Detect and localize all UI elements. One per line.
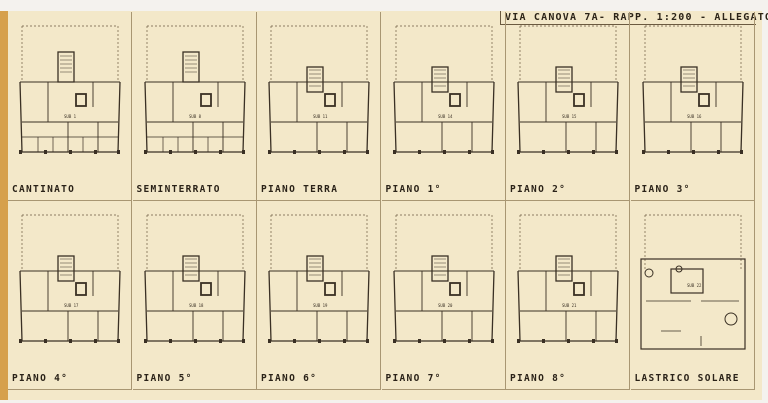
floor-plan-drawing: SUB 19: [268, 214, 370, 343]
floor-plan-drawing: SUB 8: [143, 25, 246, 154]
floor-plan-panel: SUB 1 CANTINATO: [8, 12, 132, 201]
floor-plan-grid: SUB 1 CANTINATO SUB 8 SEMINTERRATO SUB 11 PIA…: [8, 12, 756, 390]
floor-label: PIANO TERRA: [261, 184, 339, 195]
floor-plan-drawing: SUB 15: [517, 25, 619, 154]
floor-plan-drawing: SUB 16: [641, 25, 744, 154]
floor-label: LASTRICO SOLARE: [634, 373, 740, 384]
unit-label: SUB 22: [687, 283, 702, 288]
floor-plan-panel: SUB 21 PIANO 8°: [506, 201, 630, 390]
unit-label: SUB 8: [189, 114, 202, 119]
floor-plan-panel: SUB 15 PIANO 2°: [506, 12, 630, 201]
floor-label: PIANO 5°: [136, 373, 193, 384]
floor-label: PIANO 4°: [12, 373, 69, 384]
unit-label: SUB 15: [562, 114, 577, 119]
floor-plan-panel: SUB 16 PIANO 3°: [630, 12, 755, 201]
sheet-title: VIA CANOVA 7A- RAPP. 1:200 - ALLEGATO: [500, 11, 768, 25]
unit-label: SUB 20: [438, 303, 453, 308]
floor-label: PIANO 3°: [634, 184, 691, 195]
floor-plan-drawing: SUB 22: [639, 214, 746, 350]
floor-plan-drawing: SUB 20: [392, 214, 495, 343]
floor-plan-panel: SUB 14 PIANO 1°: [381, 12, 506, 201]
floor-label: SEMINTERRATO: [136, 184, 221, 195]
floor-plan-drawing: SUB 1: [19, 25, 121, 154]
floor-label: PIANO 6°: [261, 373, 318, 384]
unit-label: SUB 1: [64, 114, 77, 119]
floor-plan-drawing: SUB 18: [143, 214, 246, 343]
floor-label: CANTINATO: [12, 184, 76, 195]
floor-label: PIANO 1°: [385, 184, 442, 195]
unit-label: SUB 17: [64, 303, 79, 308]
unit-label: SUB 18: [189, 303, 204, 308]
unit-label: SUB 19: [313, 303, 328, 308]
floor-plan-panel: SUB 8 SEMINTERRATO: [132, 12, 257, 201]
floor-plan-panel: SUB 17 PIANO 4°: [8, 201, 132, 390]
floor-plan-drawing: SUB 14: [392, 25, 495, 154]
floor-label: PIANO 2°: [510, 184, 567, 195]
floor-plan-panel: SUB 22 LASTRICO SOLARE: [630, 201, 755, 390]
floor-label: PIANO 7°: [385, 373, 442, 384]
unit-label: SUB 11: [313, 114, 328, 119]
unit-label: SUB 14: [438, 114, 453, 119]
drawing-sheet: [0, 11, 762, 400]
unit-label: SUB 16: [687, 114, 702, 119]
floor-plan-panel: SUB 20 PIANO 7°: [381, 201, 506, 390]
floor-plan-drawing: SUB 17: [19, 214, 121, 343]
floor-plan-panel: SUB 18 PIANO 5°: [132, 201, 257, 390]
paper-edge-strip: [0, 11, 8, 400]
floor-plan-panel: SUB 19 PIANO 6°: [257, 201, 381, 390]
floor-plan-drawing: SUB 11: [268, 25, 370, 154]
floor-label: PIANO 8°: [510, 373, 567, 384]
floor-plan-drawing: SUB 21: [517, 214, 619, 343]
unit-label: SUB 21: [562, 303, 577, 308]
floor-plan-panel: SUB 11 PIANO TERRA: [257, 12, 381, 201]
